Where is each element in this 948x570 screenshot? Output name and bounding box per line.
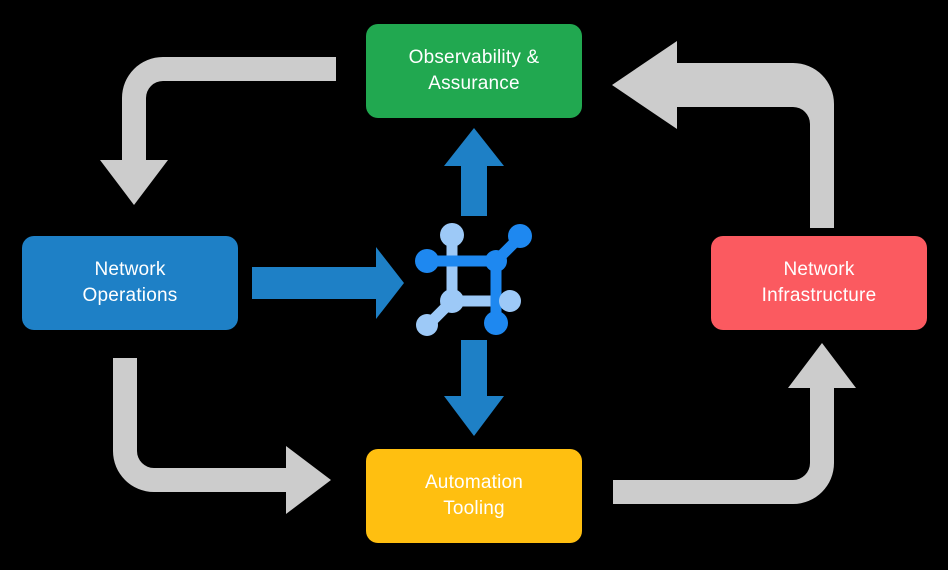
node-label-line-1: Automation [424, 472, 524, 494]
node-label-line-2: Infrastructure [761, 285, 877, 306]
node-label-infrastructure: Network Infrastructure [762, 257, 877, 308]
arrow-observability-to-operations [100, 57, 336, 205]
node-label-line-1: Network [94, 259, 166, 281]
network-icon-secondary-nodes [416, 223, 521, 336]
network-icon-primary-nodes [415, 224, 532, 335]
node-label-line-2: Operations [82, 285, 178, 306]
network-topology-icon [415, 223, 532, 336]
arrow-operations-to-automation [113, 358, 331, 514]
node-label-automation: Automation Tooling [425, 470, 523, 521]
node-label-line-1: Network [783, 259, 855, 281]
node-label-line-2: Tooling [443, 498, 505, 519]
arrow-automation-to-infrastructure [613, 343, 856, 504]
node-box-automation[interactable]: Automation Tooling [366, 449, 582, 543]
arrow-center-to-observability [444, 128, 504, 216]
node-box-infrastructure[interactable]: Network Infrastructure [711, 236, 927, 330]
node-label-operations: Network Operations [83, 257, 178, 308]
node-label-line-2: Assurance [428, 73, 520, 94]
arrow-center-to-automation [444, 340, 504, 436]
node-label-line-1: Observability & [408, 47, 540, 69]
node-box-operations[interactable]: Network Operations [22, 236, 238, 330]
node-box-observability[interactable]: Observability & Assurance [366, 24, 582, 118]
node-label-observability: Observability & Assurance [409, 45, 540, 96]
arrow-infrastructure-to-observability [612, 41, 834, 228]
arrow-operations-to-center [252, 247, 404, 319]
